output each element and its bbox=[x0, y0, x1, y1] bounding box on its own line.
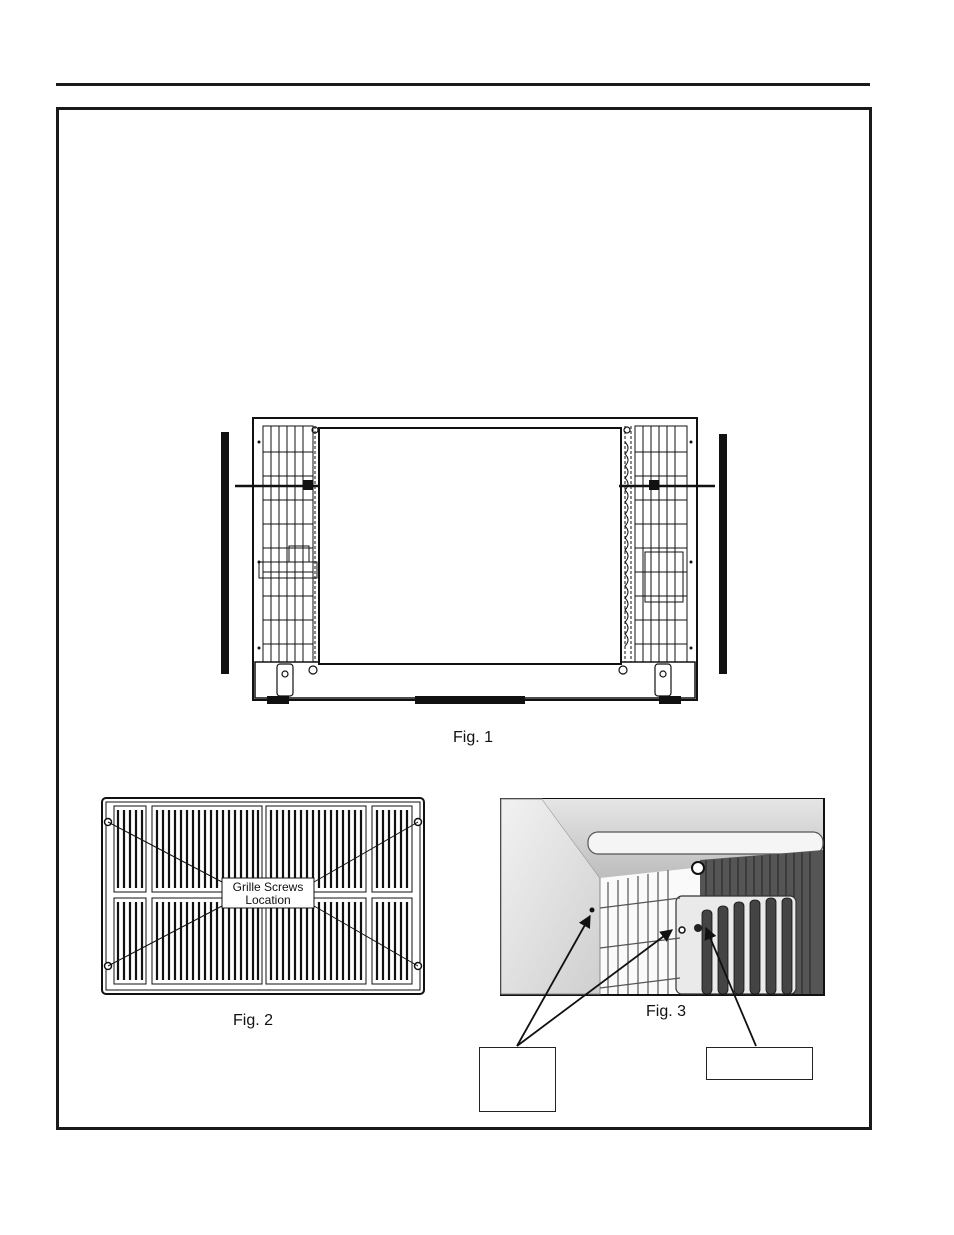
fig3-label-box-right bbox=[706, 1047, 813, 1080]
figure-frame bbox=[56, 107, 872, 1130]
fig3-caption: Fig. 3 bbox=[646, 1003, 687, 1020]
fig2-callout-line2: Location bbox=[245, 893, 290, 907]
fig1-caption: Fig. 1 bbox=[453, 729, 494, 746]
fig3-corner-photo bbox=[500, 798, 825, 996]
fig2-callout-line1: Grille Screws bbox=[233, 880, 304, 894]
fig2-caption: Fig. 2 bbox=[233, 1012, 274, 1029]
fig3-label-box-left bbox=[479, 1047, 556, 1112]
fig2-grille-drawing: Grille Screws Location bbox=[101, 797, 425, 995]
fig3-callout-arrows bbox=[516, 914, 757, 1047]
fig1-chassis-drawing bbox=[221, 417, 727, 704]
header-rule bbox=[56, 83, 870, 86]
